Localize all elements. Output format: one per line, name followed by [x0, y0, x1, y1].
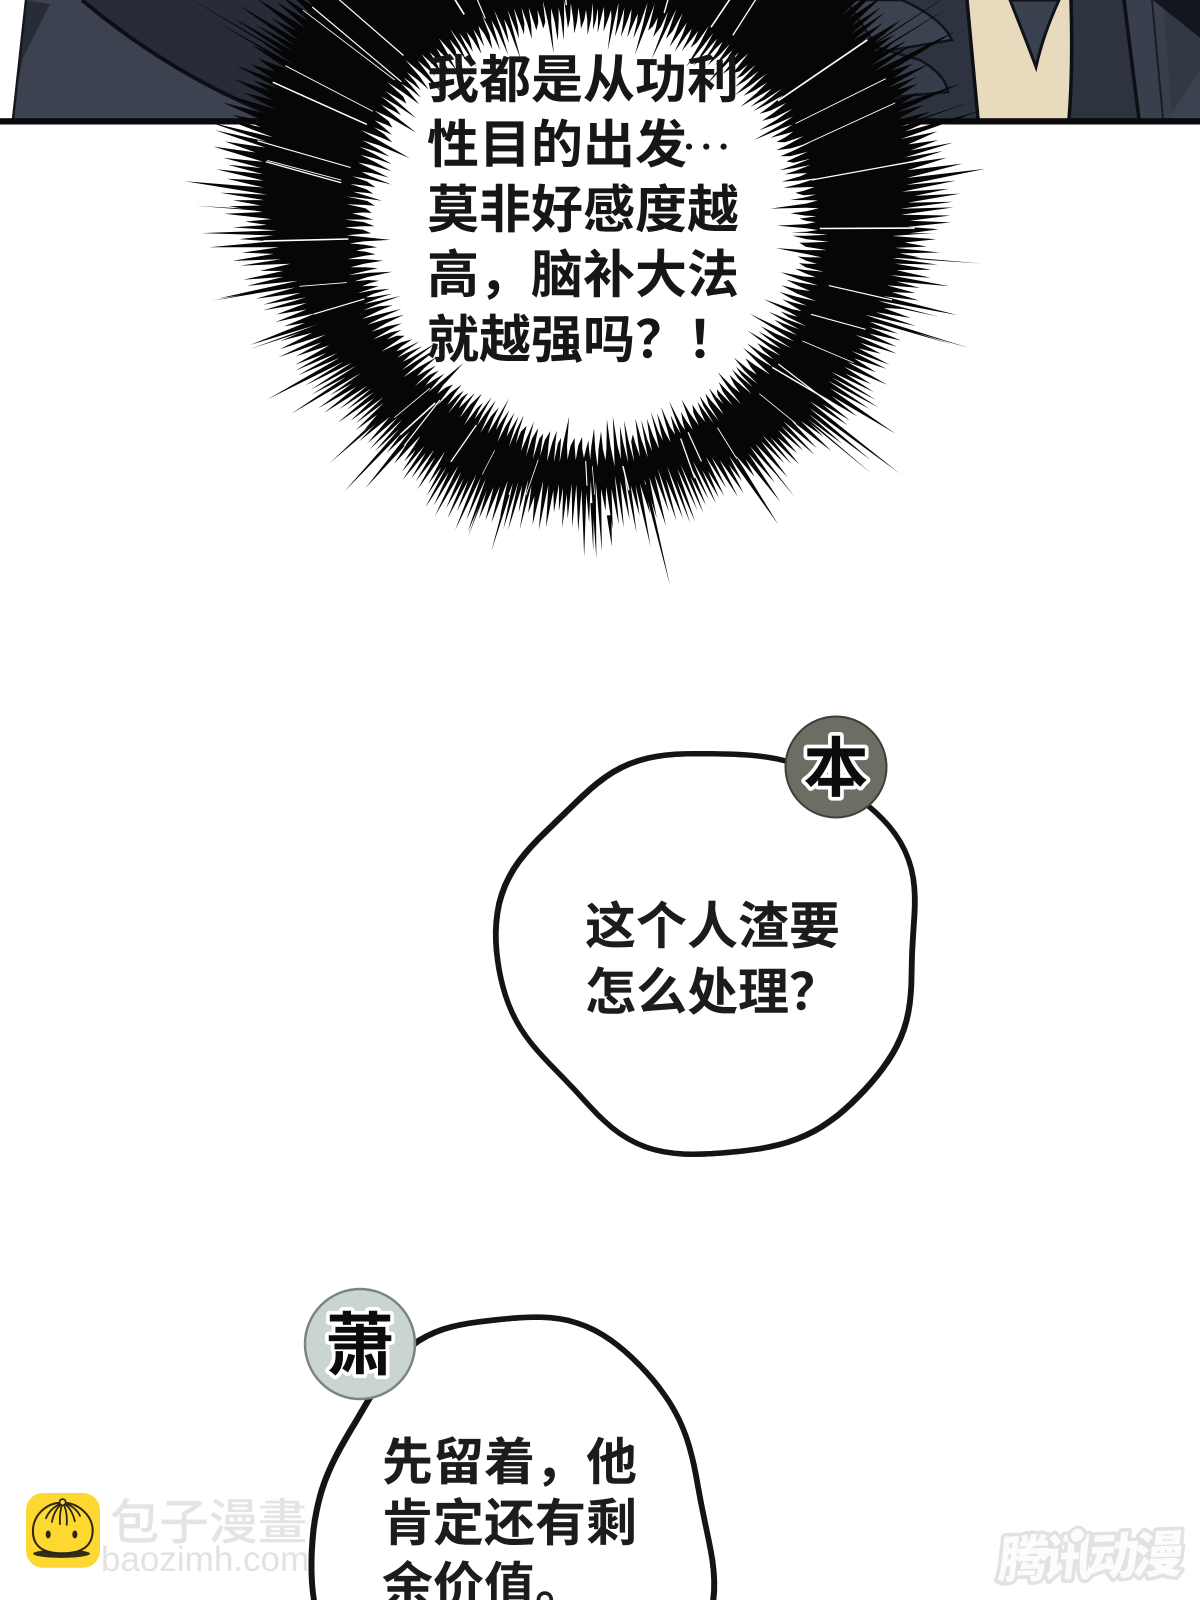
svg-text:baozimh.com: baozimh.com — [101, 1540, 309, 1579]
